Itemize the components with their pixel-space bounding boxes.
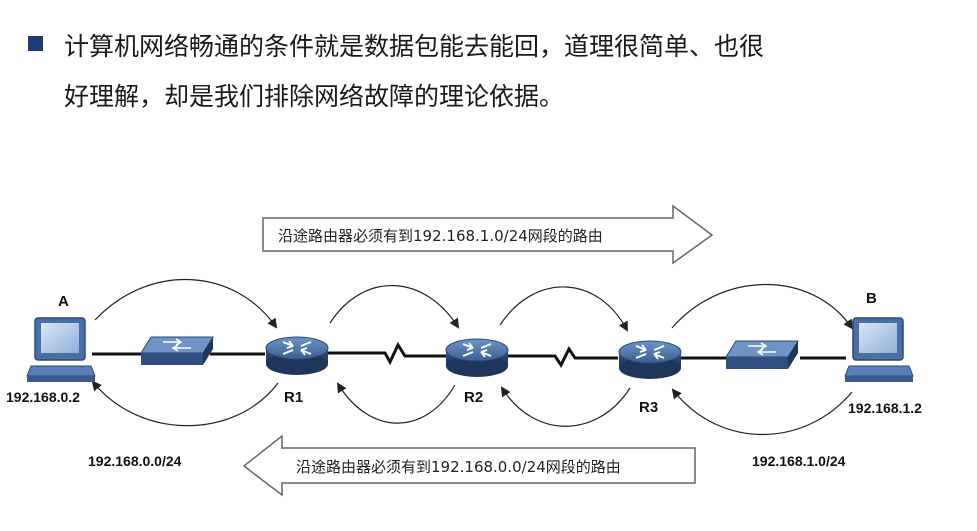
host-b-label: B [866, 290, 877, 307]
bullet-paragraph: 计算机网络畅通的条件就是数据包能去能回，道理很简单、也很 好理解，却是我们排除网… [28, 22, 948, 122]
switch-right-icon [725, 340, 799, 369]
network-links [92, 341, 846, 368]
bullet-line-1: 计算机网络畅通的条件就是数据包能去能回，道理很简单、也很 [64, 32, 765, 61]
curve-a-r1 [94, 279, 278, 329]
curve-r3-b [671, 283, 854, 330]
bullet-square-icon [28, 36, 43, 51]
pc-b-icon [844, 317, 914, 382]
curve-r2-r3 [499, 286, 628, 332]
network-right-label: 192.168.1.0/24 [752, 453, 846, 469]
pc-a-icon [26, 317, 96, 382]
host-a-label: A [58, 293, 69, 310]
router-r1-icon [265, 336, 329, 375]
serial-link-r1-r2 [328, 341, 448, 366]
network-left-label: 192.168.0.0/24 [88, 453, 182, 469]
curve-r1-a [91, 380, 279, 427]
top-route-arrow: 沿途路由器必须有到192.168.1.0/24网段的路由 [262, 204, 714, 265]
router-r3-label: R3 [639, 399, 658, 416]
switch-left-icon [140, 336, 214, 365]
serial-link-r2-r3 [508, 346, 618, 368]
curve-b-r3 [671, 388, 853, 436]
curve-r3-r2 [500, 386, 631, 427]
bottom-route-text: 沿途路由器必须有到192.168.0.0/24网段的路由 [296, 458, 621, 476]
router-r2-icon [445, 338, 509, 377]
curve-r1-r2 [329, 285, 460, 329]
router-r3-icon [618, 340, 682, 379]
bottom-route-arrow: 沿途路由器必须有到192.168.0.0/24网段的路由 [242, 434, 696, 497]
router-r1-label: R1 [284, 389, 303, 406]
top-route-text: 沿途路由器必须有到192.168.1.0/24网段的路由 [278, 227, 603, 245]
bullet-line-2: 好理解，却是我们排除网络故障的理论依据。 [64, 82, 565, 111]
host-b-ip: 192.168.1.2 [848, 400, 922, 416]
curve-r2-r1 [336, 382, 456, 424]
router-r2-label: R2 [464, 389, 483, 406]
return-curves [91, 380, 853, 436]
bullet-text: 计算机网络畅通的条件就是数据包能去能回，道理很简单、也很 好理解，却是我们排除网… [64, 22, 948, 122]
forward-curves [94, 279, 854, 332]
host-a-ip: 192.168.0.2 [6, 389, 80, 405]
